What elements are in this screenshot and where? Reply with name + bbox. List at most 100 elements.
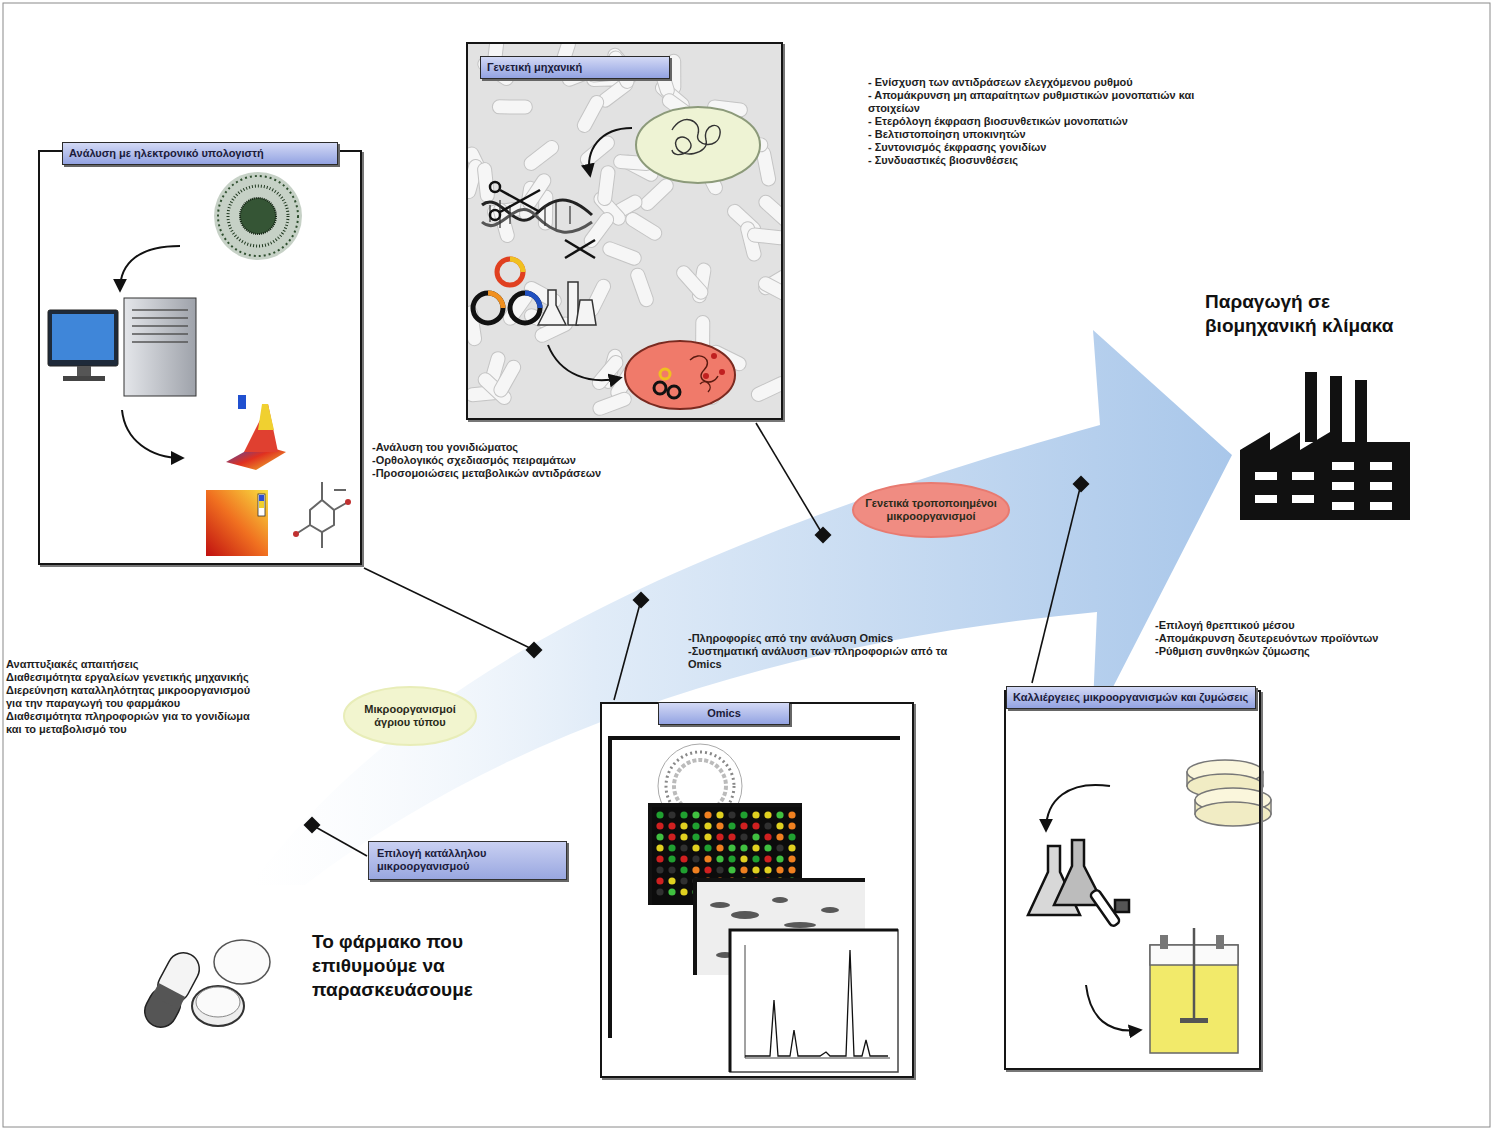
microarray-spot	[728, 822, 735, 829]
bacteria-background	[468, 44, 781, 418]
computer-analysis-illustration	[345, 499, 351, 505]
computer-analysis-illustration	[132, 341, 188, 343]
omics-illustration	[731, 911, 759, 919]
stage-label: Γενετικά τροποποιημένοι μικροοργανισμοί	[852, 497, 1010, 523]
note-text: -Ανάλυση του γονιδιώματος	[372, 441, 642, 454]
leader-line	[756, 423, 823, 535]
microarray-spot	[668, 877, 675, 884]
milestone-diamond	[1073, 476, 1090, 493]
omics-illustration	[710, 902, 730, 908]
microarray-spot	[740, 833, 747, 840]
computer-analysis-illustration	[132, 317, 188, 319]
microarray-spot	[680, 844, 687, 851]
pill-icon	[139, 940, 270, 1033]
microarray-spot	[728, 811, 735, 818]
note-text: Αναπτυξιακές απαιτήσεις	[6, 658, 251, 671]
fermentation-illustration	[1115, 900, 1129, 912]
panel-heading: Καλλιέργειες μικροοργανισμών και ζυμώσει…	[1006, 686, 1256, 709]
microarray-spot	[776, 811, 783, 818]
genetic-engineering-illustration	[488, 293, 503, 308]
note-text: - Απομάκρυνση μη απαραίτητων ρυθμιστικών…	[868, 89, 1198, 115]
computer-analysis-illustration	[132, 309, 188, 311]
microarray-spot	[668, 822, 675, 829]
microarray-spot	[680, 877, 687, 884]
note-text: Διαθεσιμότητα εργαλείων γενετικής μηχανι…	[6, 671, 251, 684]
note-text: - Βελτιστοποίηση υποκινητών	[868, 128, 1198, 141]
factory-icon	[1370, 462, 1392, 470]
milestone-diamond	[633, 592, 650, 609]
milestone-diamond	[815, 527, 832, 544]
factory-icon	[1240, 432, 1410, 520]
computer-analysis-illustration	[218, 176, 298, 256]
genetic-engineering-illustration	[719, 369, 725, 375]
computer-analysis-illustration	[296, 482, 348, 548]
microarray-spot	[752, 833, 759, 840]
note-text: Διαθεσιμότητα πληροφοριών για το γονιδίω…	[6, 710, 251, 736]
genetic-engineering-illustration	[576, 300, 596, 325]
leader-line	[364, 568, 534, 650]
microarray-spot	[740, 844, 747, 851]
genetic-engineering-illustration	[625, 341, 735, 409]
microarray-spot	[704, 811, 711, 818]
genetic-engineering-illustration	[497, 259, 523, 285]
microarray-spot	[716, 811, 723, 818]
fermentation-illustration	[1028, 840, 1129, 927]
computer-analysis-illustration	[238, 395, 246, 409]
leader-line	[312, 825, 367, 856]
stage-ellipse: Γενετικά τροποποιημένοι μικροοργανισμοί	[852, 482, 1010, 538]
microarray-spot	[788, 844, 795, 851]
microarray-spot	[656, 855, 663, 862]
microarray-spot	[716, 866, 723, 873]
microarray-spot	[716, 833, 723, 840]
microarray-spot	[764, 866, 771, 873]
microarray-spot	[704, 855, 711, 862]
microarray-spot	[764, 844, 771, 851]
microarray-spot	[752, 844, 759, 851]
microarray-spot	[656, 866, 663, 873]
computer-analysis-illustration	[132, 333, 188, 335]
note-text: -Προσομοιώσεις μεταβολικών αντιδράσεων	[372, 467, 642, 480]
genetic-engineering-illustration	[525, 293, 540, 308]
computer-analysis-illustration	[206, 490, 268, 556]
note-text: -Απομάκρυνση δευτερευόντων προϊόντων	[1155, 632, 1455, 645]
microarray-spot	[740, 866, 747, 873]
fermentation-illustration	[1160, 935, 1168, 949]
fermentation-illustration	[1193, 928, 1196, 1020]
pill-icon	[196, 987, 240, 1017]
pill-icon	[152, 983, 185, 1009]
microarray-spot	[668, 844, 675, 851]
genetic-engineering-illustration	[490, 182, 500, 192]
omics-illustration	[821, 907, 839, 913]
computer-analysis-illustration	[52, 314, 114, 360]
bacterium-rod	[747, 227, 781, 245]
bacterium-rod	[629, 266, 656, 308]
panel-grounds	[38, 150, 362, 565]
microarray-spot	[740, 811, 747, 818]
bacterium-rod	[674, 263, 711, 302]
microarray-spot	[764, 833, 771, 840]
note-text: - Ετερόλογη έκφραση βιοσυνθετικών μονοπα…	[868, 115, 1198, 128]
microarray-spot	[752, 855, 759, 862]
microarray-spot	[776, 866, 783, 873]
genetic-engineering-illustration	[555, 202, 556, 229]
microarray-spot	[752, 811, 759, 818]
illustration-panel: Ανάλυση με ηλεκτρονικό υπολογιστή	[38, 150, 362, 565]
microarray-spot	[668, 811, 675, 818]
microarray-spot	[752, 822, 759, 829]
fermentation-illustration	[1086, 985, 1140, 1031]
microarray-spot	[764, 811, 771, 818]
factory-icon	[1305, 372, 1317, 442]
microarray-spot	[716, 855, 723, 862]
note-text: - Συντονισμός έκφρασης γονιδίων	[868, 141, 1198, 154]
microarray-spot	[692, 844, 699, 851]
genetic-engineering-illustration	[538, 290, 566, 325]
stage-label: Μικροοργανισμοί άγριου τύπου	[343, 703, 477, 729]
genetic-engineering-illustration	[703, 353, 725, 379]
genetic-engineering-illustration	[538, 282, 596, 325]
factory-icon	[1240, 372, 1410, 520]
computer-analysis-illustration	[293, 531, 299, 537]
microarray-spot	[680, 811, 687, 818]
microarray-spot	[788, 855, 795, 862]
